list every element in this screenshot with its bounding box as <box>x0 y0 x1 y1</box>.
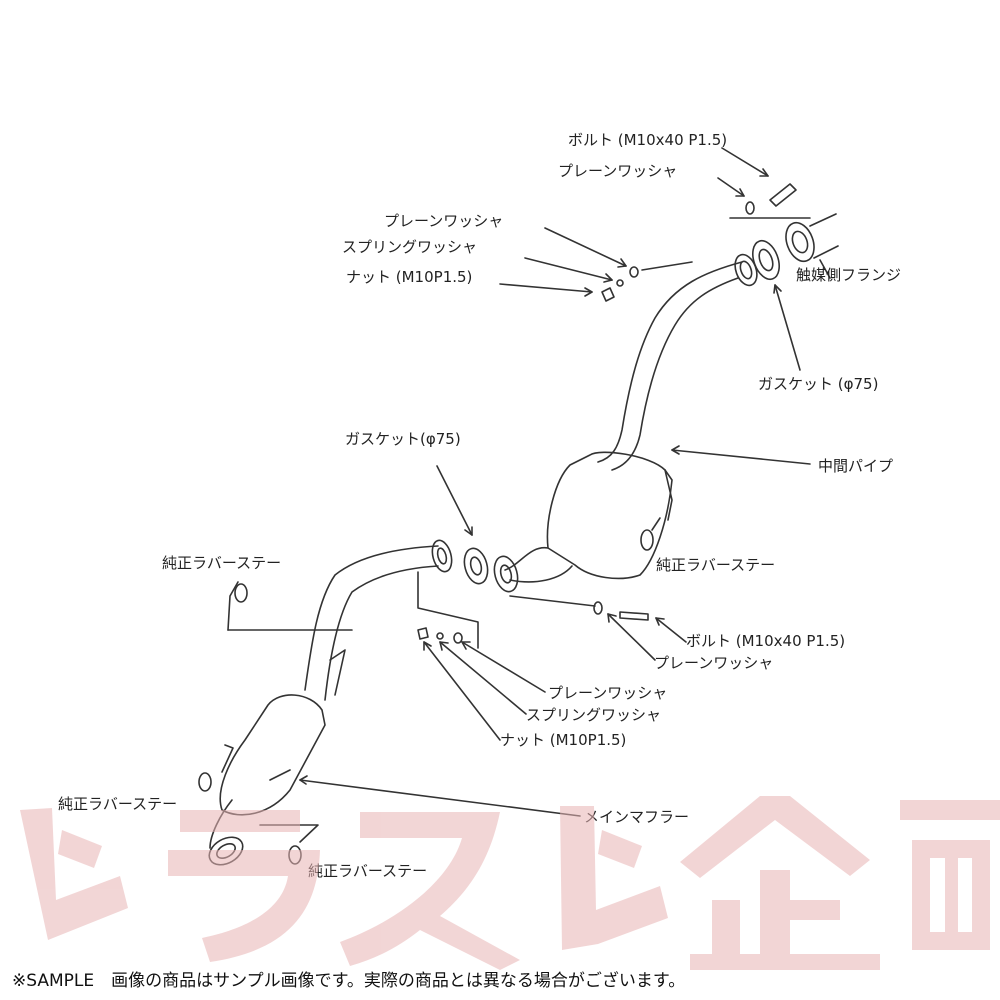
label-rubber-stay-bottom-left: 純正ラバーステー <box>58 795 178 813</box>
label-plain-washer-mid: プレーンワッシャ <box>654 654 774 672</box>
rubber-stay-mid <box>640 517 661 551</box>
label-spring-washer-left: スプリングワッシャ <box>342 238 478 256</box>
hardware-top <box>601 183 797 302</box>
mid-resonator <box>504 451 673 583</box>
rear-pipe <box>304 545 439 701</box>
label-bolt-top: ボルト (M10x40 P1.5) <box>568 131 728 149</box>
rubber-stay-left <box>227 583 353 631</box>
label-gasket-right: ガスケット (φ75) <box>758 375 879 393</box>
label-gasket-mid: ガスケット(φ75) <box>345 430 461 448</box>
rubber-stay-bottom-left <box>198 772 212 792</box>
cat-side-flange <box>729 213 839 287</box>
label-spring-washer-low: スプリングワッシャ <box>526 706 662 724</box>
mid-connection <box>417 539 519 649</box>
sample-disclaimer: ※SAMPLE 画像の商品はサンプル画像です。実際の商品とは異なる場合がございま… <box>12 971 686 991</box>
label-main-muffler: メインマフラー <box>584 808 690 826</box>
label-rubber-stay-bottom: 純正ラバーステー <box>308 862 428 880</box>
watermark-logo <box>20 796 1000 970</box>
label-plain-washer-left: プレーンワッシャ <box>384 212 504 230</box>
label-nut-left: ナット (M10P1.5) <box>346 268 473 286</box>
label-plain-washer-low: プレーンワッシャ <box>548 684 668 702</box>
label-bolt-mid: ボルト (M10x40 P1.5) <box>686 632 846 650</box>
label-mid-pipe: 中間パイプ <box>818 457 894 475</box>
label-plain-washer-top: プレーンワッシャ <box>558 162 678 180</box>
leader-lines <box>227 147 831 817</box>
mid-pipe <box>597 261 743 471</box>
hardware-low <box>417 595 649 644</box>
label-cat-side-flange: 触媒側フランジ <box>796 266 902 284</box>
label-rubber-stay-mid: 純正ラバーステー <box>656 556 776 574</box>
label-rubber-stay-left: 純正ラバーステー <box>162 554 282 572</box>
label-nut-low: ナット (M10P1.5) <box>500 731 627 749</box>
